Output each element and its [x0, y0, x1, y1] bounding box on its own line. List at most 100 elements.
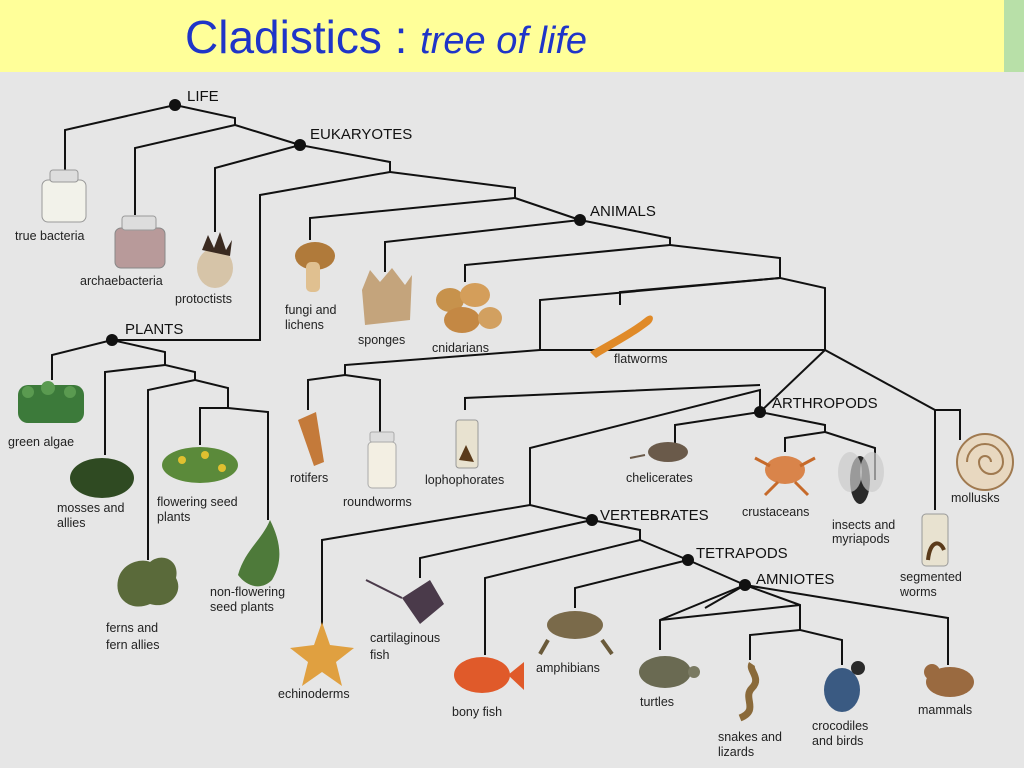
label-amphibians: amphibians [536, 661, 600, 675]
insect-image [838, 452, 884, 504]
tree-nodes [106, 99, 766, 591]
label-animals: ANIMALS [590, 203, 656, 220]
flowering-plant-image [162, 447, 238, 483]
label-true-bacteria: true bacteria [15, 229, 85, 243]
label-cartilaginous-line1: cartilaginous [370, 631, 440, 645]
mollusk-shell-image [956, 433, 1014, 491]
node-arthropods [754, 406, 766, 418]
label-ferns-line2: fern allies [106, 638, 160, 652]
edge-turtles [659, 604, 801, 621]
cnidarians-image [436, 283, 502, 333]
label-ferns-line1: ferns and [106, 621, 158, 635]
edge-mollusks [935, 409, 961, 440]
node-eukaryotes [294, 139, 306, 151]
organism-illustrations [18, 169, 1014, 722]
true-bacteria-jar-image [41, 169, 87, 223]
label-sponges: sponges [358, 333, 405, 347]
label-crocodiles-line2: and birds [812, 734, 863, 748]
tree-of-life-diagram: LIFE EUKARYOTES ANIMALS PLANTS ARTHROPOD… [8, 88, 1014, 759]
node-tetrapods [682, 554, 694, 566]
node-animals [574, 214, 586, 226]
label-echinoderms: echinoderms [278, 687, 350, 701]
edge-crustaceans [784, 431, 826, 452]
edge-vertebrates [321, 503, 746, 625]
side-strip [1004, 0, 1024, 72]
node-plants [106, 334, 118, 346]
edge-seed-plants [199, 407, 269, 520]
edge-fungi [309, 197, 516, 240]
edge-archaebacteria [134, 124, 236, 215]
label-crustaceans: crustaceans [742, 505, 809, 519]
label-bony-fish: bony fish [452, 705, 502, 719]
green-algae-image [18, 381, 84, 423]
label-segmented-line1: segmented [900, 570, 962, 584]
edge-flatworms [619, 277, 781, 305]
edge-turtles-group [704, 584, 746, 609]
snake-image [738, 662, 760, 722]
label-mosses-line2: allies [57, 516, 86, 530]
label-roundworms: roundworms [343, 495, 412, 509]
bony-fish-image [454, 657, 524, 693]
label-segmented-line2: worms [899, 585, 937, 599]
label-mammals: mammals [918, 703, 972, 717]
lophophorates-tube-image [455, 419, 479, 469]
edge-mammals [744, 584, 949, 665]
leaf-labels: true bacteria archaebacteria protoctists… [8, 229, 1000, 759]
archaebacteria-jar-image [114, 215, 166, 269]
label-plants: PLANTS [125, 321, 183, 338]
edge-protostome [344, 349, 825, 375]
title-bar: Cladistics : tree of life [0, 0, 1004, 72]
label-mollusks: mollusks [951, 491, 1000, 505]
edge-cartilaginous [419, 519, 593, 578]
edge-life [64, 103, 301, 170]
roundworms-tube-image [367, 431, 397, 489]
edge-bony-fish [484, 539, 641, 655]
edge-tetrapods [574, 559, 689, 608]
node-life [169, 99, 181, 111]
crustacean-image [754, 456, 816, 497]
fern-image [117, 557, 179, 607]
echinoderm-star-image [290, 622, 354, 686]
label-crocodiles-line1: crocodiles [812, 719, 868, 733]
label-nonflowering-line2: seed plants [210, 600, 274, 614]
turtle-image [639, 656, 700, 688]
edge-lophophorates [464, 384, 761, 410]
label-life: LIFE [187, 88, 219, 105]
label-snakes-line2: lizards [718, 745, 754, 759]
edge-animals [384, 218, 826, 350]
label-cnidarians: cnidarians [432, 341, 489, 355]
edge-rotifers [307, 373, 381, 432]
label-fungi-line1: fungi and [285, 303, 336, 317]
mammal-image [924, 664, 974, 697]
chelicerate-image [629, 442, 688, 462]
label-nonflowering-line1: non-flowering [210, 585, 285, 599]
label-fungi-line2: lichens [285, 318, 324, 332]
node-vertebrates [586, 514, 598, 526]
label-protoctists: protoctists [175, 292, 232, 306]
title-subtitle: tree of life [420, 20, 588, 62]
group-labels: LIFE EUKARYOTES ANIMALS PLANTS ARTHROPOD… [125, 88, 878, 588]
label-flowering-line1: flowering seed [157, 495, 238, 509]
fungi-mushroom-image [295, 242, 335, 292]
amphibian-frog-image [538, 611, 614, 656]
label-arthropods: ARTHROPODS [772, 395, 878, 412]
edge-eukaryotes [214, 143, 581, 232]
edge-arthropods [674, 410, 876, 480]
bird-image [824, 661, 865, 712]
label-archaebacteria: archaebacteria [80, 274, 163, 288]
edge-ferns [147, 379, 196, 560]
label-lophophorates: lophophorates [425, 473, 504, 487]
label-rotifers: rotifers [290, 471, 328, 485]
label-insects-line1: insects and [832, 518, 895, 532]
edge-cnidarians [464, 244, 671, 282]
title-main: Cladistics : [185, 11, 408, 63]
label-insects-line2: myriapods [832, 532, 890, 546]
protoctists-image [197, 232, 233, 288]
label-flowering-line2: plants [157, 510, 190, 524]
edge-plants-branch [112, 171, 391, 341]
node-amniotes [739, 579, 751, 591]
non-flowering-seed-plant-image [238, 520, 280, 587]
flatworm-image [590, 315, 653, 358]
edge-snakes [749, 629, 801, 660]
label-chelicerates: chelicerates [626, 471, 693, 485]
